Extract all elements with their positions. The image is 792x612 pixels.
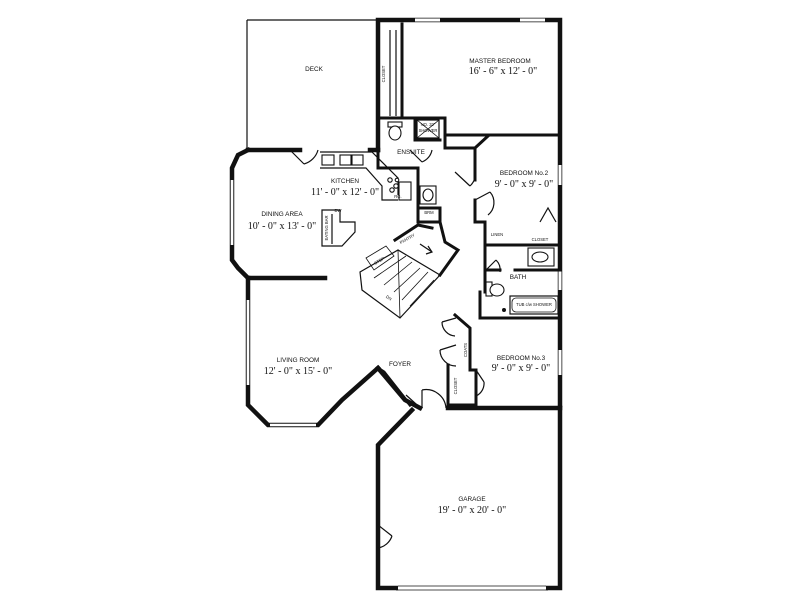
minor-labels: CLOSET NO. 32" SHOWER CLOSET LINEN TUB c… bbox=[324, 65, 552, 394]
living-dims: 12' - 0" x 15' - 0" bbox=[264, 366, 332, 377]
sink-right bbox=[351, 154, 364, 166]
wall-closet-bed3 bbox=[446, 363, 478, 407]
wall-foyer-left bbox=[375, 365, 413, 408]
door-bedroom3 bbox=[475, 369, 485, 397]
stair-arrow bbox=[419, 243, 433, 253]
bedroom2-dims: 9' - 0" x 9' - 0" bbox=[495, 179, 553, 190]
wall-foyer bbox=[374, 364, 563, 412]
kitchen-dims: 11' - 0" x 12' - 0" bbox=[311, 187, 379, 198]
openings bbox=[230, 18, 562, 591]
deck bbox=[246, 19, 378, 150]
wall-rear-right bbox=[375, 17, 563, 408]
refrigerator bbox=[398, 181, 412, 201]
wall-coats bbox=[452, 312, 478, 407]
step-box bbox=[365, 245, 395, 271]
bedroom3-dims: 9' - 0" x 9' - 0" bbox=[492, 363, 550, 374]
wall-ensuite-left bbox=[376, 148, 420, 210]
eating-bar bbox=[321, 209, 356, 247]
wall-garage bbox=[375, 405, 563, 591]
ensuite-label: ENSUITE bbox=[397, 149, 425, 156]
living-label: LIVING ROOM bbox=[277, 357, 320, 364]
bedroom3-label: BEDROOM No.3 bbox=[497, 355, 546, 362]
kitchen-counter-front bbox=[320, 167, 398, 201]
floor-drain bbox=[502, 308, 506, 312]
closet-master-label: CLOSET bbox=[381, 65, 386, 82]
wall-ensuite-top bbox=[376, 116, 562, 137]
ensuite-fixtures bbox=[387, 119, 440, 205]
bath-fixtures bbox=[485, 247, 559, 315]
brm-label: BRM bbox=[424, 210, 434, 215]
dining-dims: 10' - 0" x 13' - 0" bbox=[248, 221, 316, 232]
kitchen-fixtures bbox=[320, 151, 412, 247]
step-label: STEP bbox=[373, 256, 385, 266]
closet-bed2-label: CLOSET bbox=[532, 237, 549, 242]
door-deck bbox=[289, 149, 319, 165]
wall-ensuite-right bbox=[443, 133, 477, 182]
coats-label: COATS bbox=[463, 343, 468, 357]
sink-left bbox=[339, 154, 352, 166]
wall-living-bay bbox=[245, 275, 382, 428]
dishwasher bbox=[321, 154, 335, 166]
eating-bar-label: EATING BAR bbox=[324, 215, 329, 240]
kitchen-label: KITCHEN bbox=[331, 178, 359, 185]
wall-bedroom2 bbox=[472, 133, 562, 247]
wall-shower bbox=[413, 116, 442, 142]
doors bbox=[289, 149, 557, 549]
wall-pantry bbox=[392, 223, 434, 243]
shower-note-label: NO. 32" bbox=[421, 122, 436, 127]
bath-label: BATH bbox=[510, 274, 527, 281]
dining-label: DINING AREA bbox=[261, 211, 303, 218]
door-bath bbox=[485, 259, 501, 273]
closet-bed3-label: CLOSET bbox=[453, 377, 458, 394]
wall-stair-right bbox=[437, 220, 461, 278]
door-coats bbox=[441, 317, 457, 337]
ensuite-toilet bbox=[388, 125, 402, 141]
dw-label: DW bbox=[335, 208, 342, 213]
tub-label: TUB c/w SHOWER bbox=[516, 302, 552, 307]
door-closet-bed2 bbox=[539, 206, 557, 223]
rg-label: RG. bbox=[394, 194, 401, 199]
interior-walls bbox=[375, 22, 562, 408]
dn-label: DN bbox=[385, 294, 393, 302]
wall-bath bbox=[478, 268, 502, 320]
shower-stall bbox=[416, 119, 440, 139]
master-bedroom-label: MASTER BEDROOM bbox=[469, 58, 530, 65]
door-garage-side bbox=[377, 524, 393, 549]
staircase bbox=[359, 243, 441, 319]
wall-brm bbox=[416, 206, 442, 224]
door-front-entry bbox=[421, 388, 447, 409]
shower-label: SHOWER bbox=[419, 128, 438, 133]
door-closet-bed3 bbox=[439, 344, 457, 367]
bath-toilet bbox=[489, 283, 505, 297]
garage-label: GARAGE bbox=[458, 496, 485, 503]
master-bedroom-dims: 16' - 6" x 12' - 0" bbox=[469, 66, 537, 77]
door-garage-interior bbox=[405, 394, 417, 405]
room-labels: DECK MASTER BEDROOM 16' - 6" x 12' - 0" … bbox=[248, 58, 553, 516]
door-ensuite bbox=[409, 149, 433, 163]
bathtub bbox=[509, 295, 559, 315]
garage-dims: 19' - 0" x 20' - 0" bbox=[438, 505, 506, 516]
linen-label: LINEN bbox=[491, 232, 503, 237]
door-master bbox=[454, 167, 477, 187]
bedroom2-label: BEDROOM No.2 bbox=[500, 170, 549, 177]
foyer-label: FOYER bbox=[389, 361, 411, 368]
stove-burner bbox=[387, 177, 393, 183]
door-bedroom2 bbox=[474, 191, 495, 216]
deck-label: DECK bbox=[305, 66, 323, 73]
